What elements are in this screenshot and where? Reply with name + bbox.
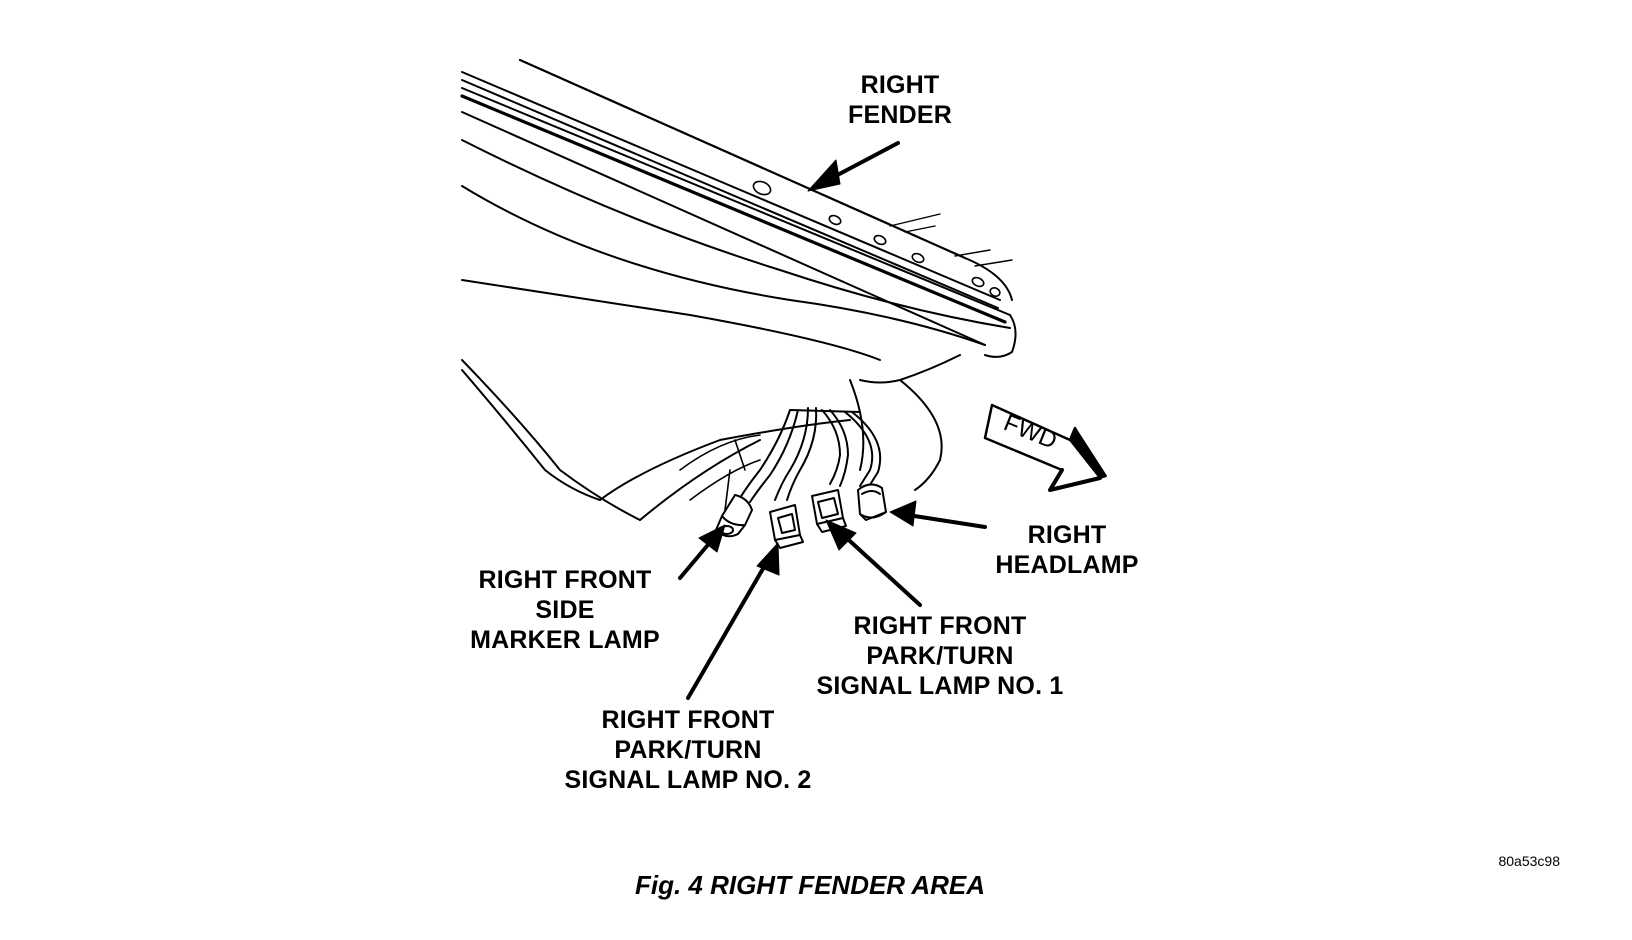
label-line: HEADLAMP — [995, 551, 1139, 579]
label-right-headlamp: RIGHT HEADLAMP — [962, 520, 1172, 580]
label-right-fender: RIGHT FENDER — [830, 70, 970, 130]
connector-park-turn-1 — [811, 489, 847, 533]
label-line: SIDE — [535, 596, 595, 624]
label-line: PARK/TURN — [866, 642, 1014, 670]
connector-headlamp — [857, 483, 887, 521]
label-park-turn-2: RIGHT FRONT PARK/TURN SIGNAL LAMP NO. 2 — [538, 705, 838, 795]
hood-lines — [889, 213, 1013, 267]
label-line: RIGHT — [1027, 521, 1107, 549]
connector-park-turn-2 — [769, 504, 804, 549]
label-line: SIGNAL LAMP NO. 2 — [564, 766, 812, 794]
label-side-marker-lamp: RIGHT FRONT SIDE MARKER LAMP — [455, 565, 675, 655]
label-line: SIGNAL LAMP NO. 1 — [816, 672, 1064, 700]
fender-mounting-holes — [752, 180, 1001, 297]
leader-arrows — [678, 141, 987, 700]
label-line: RIGHT FRONT — [478, 566, 652, 594]
wiring-harness — [739, 407, 882, 503]
label-park-turn-1: RIGHT FRONT PARK/TURN SIGNAL LAMP NO. 1 — [790, 611, 1090, 701]
figure-caption: Fig. 4 RIGHT FENDER AREA — [634, 870, 986, 900]
label-line: FENDER — [848, 101, 952, 129]
label-line: PARK/TURN — [614, 736, 762, 764]
label-line: RIGHT — [860, 71, 940, 99]
fender-top-rail — [460, 58, 1017, 358]
label-line: RIGHT FRONT — [601, 706, 775, 734]
wheel-well — [679, 434, 761, 511]
figure-id: 80a53c98 — [1498, 853, 1560, 869]
label-line: RIGHT FRONT — [853, 612, 1027, 640]
fwd-arrow: FWD — [983, 403, 1107, 492]
label-line: MARKER LAMP — [470, 626, 660, 654]
